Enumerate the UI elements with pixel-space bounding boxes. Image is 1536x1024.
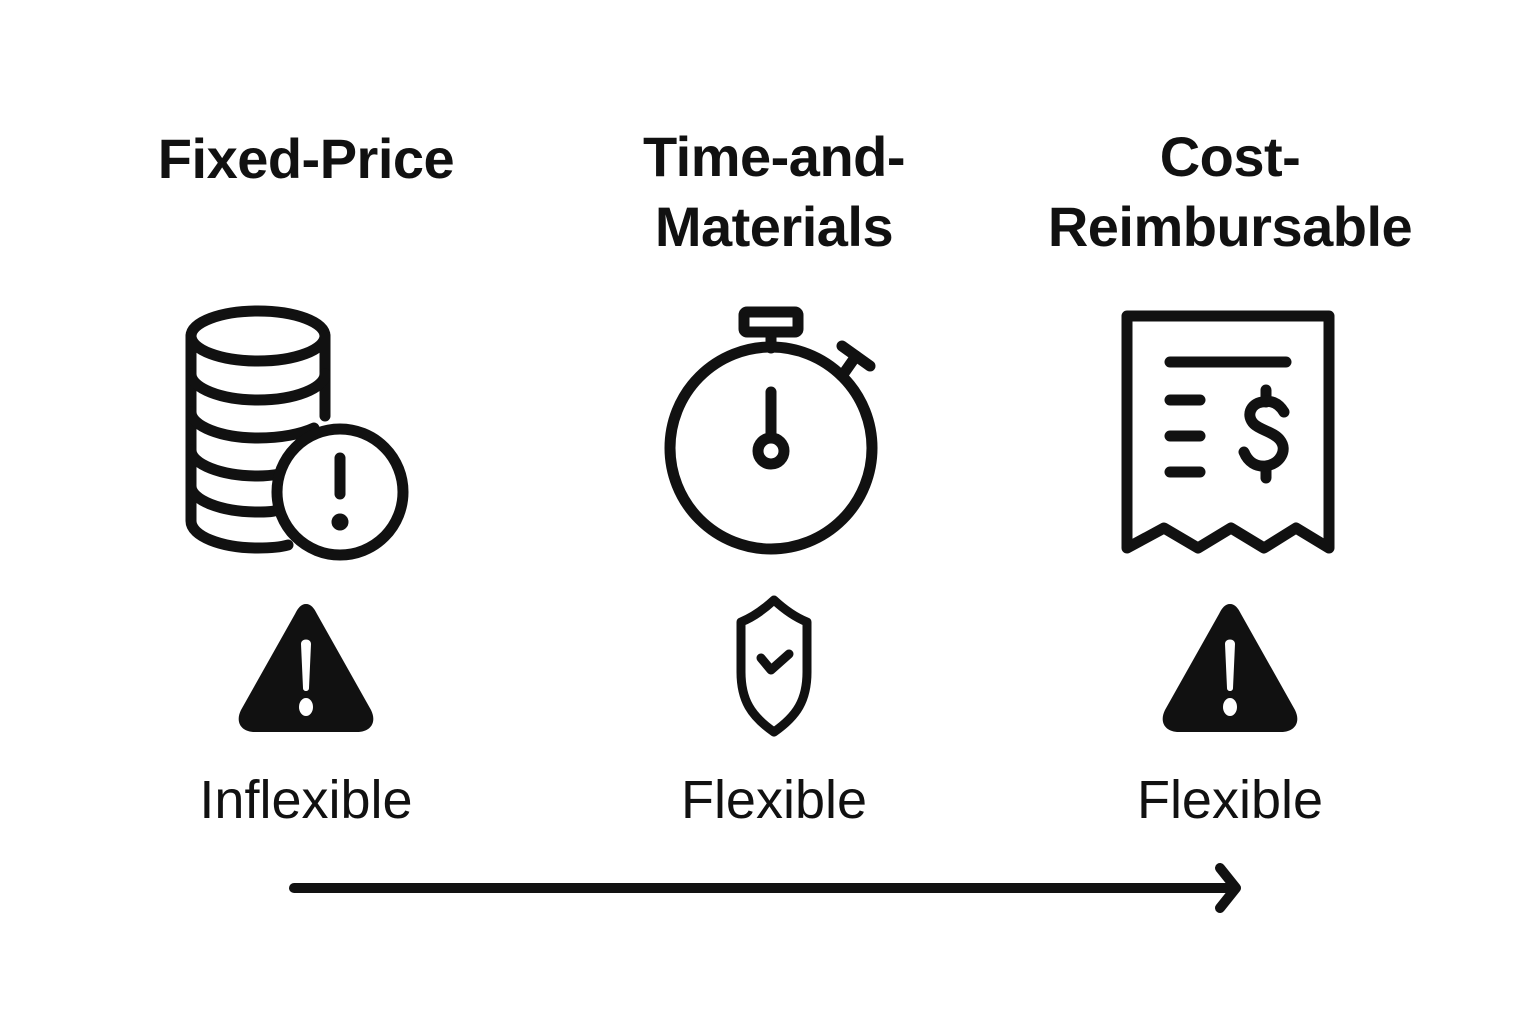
receipt-dollar-icon xyxy=(1100,296,1360,566)
title-line: Materials xyxy=(654,195,894,258)
title-line: Fixed-Price xyxy=(157,127,455,190)
column-title: Time-and- Materials xyxy=(544,122,1004,262)
coin-stack-warning-icon xyxy=(176,296,436,566)
warning-triangle-icon xyxy=(231,592,381,742)
title-line: Time-and- xyxy=(642,125,906,188)
title-line: Reimbursable xyxy=(1047,195,1413,258)
stopwatch-icon xyxy=(644,296,904,566)
warning-triangle-icon xyxy=(1155,592,1305,742)
flexibility-label: Flexible xyxy=(1136,770,1324,830)
title-line: Cost- xyxy=(1159,125,1301,188)
right-arrow-icon xyxy=(280,860,1255,916)
column-cost-reimbursable: Cost- Reimbursable Flexible xyxy=(1000,0,1460,860)
column-title: Fixed-Price xyxy=(76,124,536,194)
shield-check-icon xyxy=(699,592,849,742)
flexibility-label: Flexible xyxy=(680,770,868,830)
column-title: Cost- Reimbursable xyxy=(1000,122,1460,262)
flexibility-label: Inflexible xyxy=(199,770,413,830)
column-fixed-price: Fixed-Price Inflexible xyxy=(76,0,536,860)
column-time-and-materials: Time-and- Materials Flexible xyxy=(544,0,1004,860)
